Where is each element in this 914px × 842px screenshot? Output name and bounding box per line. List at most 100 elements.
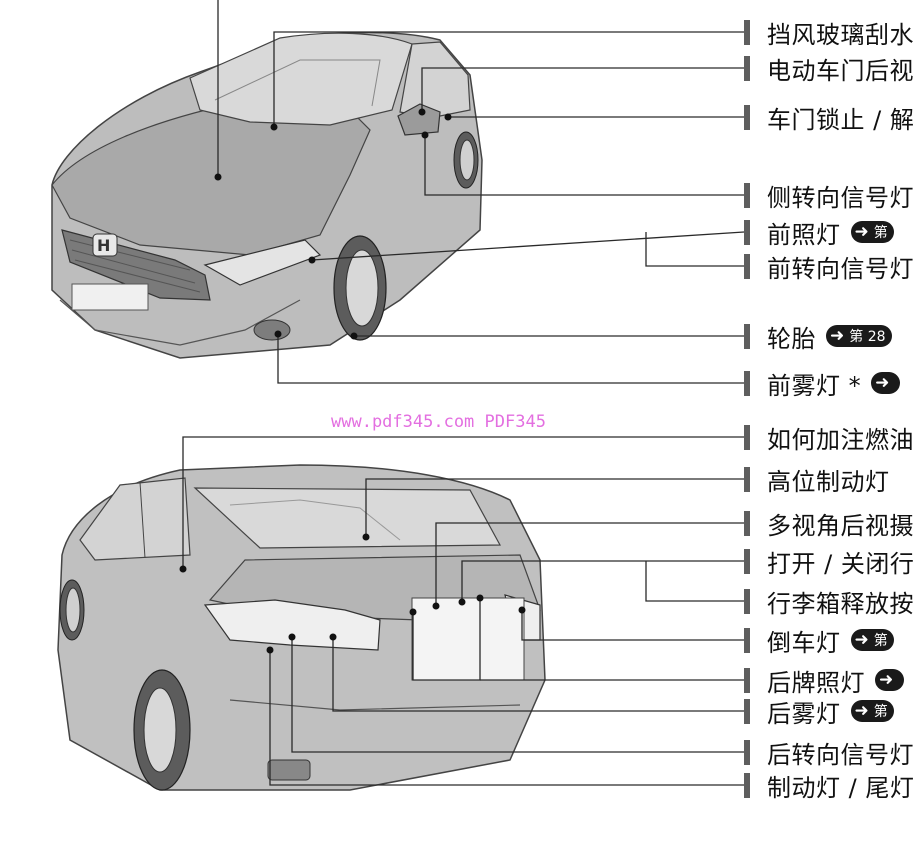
page-ref-badge[interactable]: ➜第 bbox=[850, 700, 894, 722]
leader-line bbox=[182, 436, 744, 569]
page-ref-text: 第 bbox=[873, 633, 888, 649]
watermark-text: www.pdf345.com PDF345 bbox=[331, 412, 546, 432]
callout-trunk-open-close[interactable]: 打开 / 关闭行 bbox=[744, 546, 914, 578]
leader-line bbox=[435, 522, 744, 606]
page-ref-badge[interactable]: ➜第 bbox=[850, 629, 894, 651]
callout-dot bbox=[274, 330, 282, 338]
callout-refuel[interactable]: 如何加注燃油 bbox=[744, 422, 914, 454]
callout-wiper[interactable]: 挡风玻璃刮水 bbox=[744, 17, 914, 49]
callout-dot bbox=[308, 256, 316, 264]
callout-label: 倒车灯 bbox=[767, 628, 841, 657]
callout-dot bbox=[270, 123, 278, 131]
callout-reverse-light[interactable]: 倒车灯 ➜第 bbox=[744, 625, 894, 657]
rear-car-illustration bbox=[50, 455, 546, 800]
leader-line bbox=[645, 232, 744, 267]
callout-label: 后雾灯 bbox=[767, 699, 841, 728]
callout-dot bbox=[418, 108, 426, 116]
callout-label: 制动灯 / 尾灯 bbox=[767, 773, 914, 802]
right-arrow-icon: ➜ bbox=[854, 629, 869, 650]
callout-bar bbox=[744, 323, 750, 349]
leader-line bbox=[421, 67, 744, 112]
callout-label: 电动车门后视 bbox=[767, 56, 914, 85]
callout-rear-turn-signal[interactable]: 后转向信号灯 bbox=[744, 737, 914, 769]
callout-label: 高位制动灯 bbox=[767, 467, 890, 496]
callout-brake-tail-light[interactable]: 制动灯 / 尾灯 bbox=[744, 770, 914, 802]
callout-tire[interactable]: 轮胎 ➜第 28 bbox=[744, 321, 892, 353]
leader-line bbox=[269, 650, 744, 786]
callout-bar bbox=[744, 104, 750, 130]
page-ref-text: 第 28 bbox=[849, 329, 886, 345]
callout-trunk-release[interactable]: 行李箱释放按 bbox=[744, 586, 914, 618]
callout-bar bbox=[744, 627, 750, 653]
page-ref-badge[interactable]: ➜ bbox=[875, 669, 905, 691]
callout-bar bbox=[744, 510, 750, 536]
callout-label: 前雾灯 * bbox=[767, 371, 862, 400]
callout-dot bbox=[421, 131, 429, 139]
callout-dot bbox=[350, 332, 358, 340]
callout-dot bbox=[409, 608, 417, 616]
callout-front-turn-signal[interactable]: 前转向信号灯 bbox=[744, 251, 914, 283]
callout-label: 如何加注燃油 bbox=[767, 425, 914, 454]
callout-dot bbox=[476, 594, 484, 602]
callout-label: 车门锁止 / 解 bbox=[767, 105, 914, 134]
leader-line bbox=[424, 135, 744, 196]
callout-high-brake-light[interactable]: 高位制动灯 bbox=[744, 464, 890, 496]
page-ref-badge[interactable]: ➜第 bbox=[850, 221, 894, 243]
callout-label: 侧转向信号灯 bbox=[767, 183, 914, 212]
callout-dot bbox=[214, 173, 222, 181]
callout-label: 挡风玻璃刮水 bbox=[767, 20, 914, 49]
callout-dot bbox=[329, 633, 337, 641]
page-ref-badge[interactable]: ➜第 28 bbox=[826, 325, 892, 347]
callout-bar bbox=[744, 424, 750, 450]
callout-label: 前照灯 bbox=[767, 220, 841, 249]
callout-label: 后牌照灯 bbox=[767, 668, 865, 697]
callout-label: 前转向信号灯 bbox=[767, 254, 914, 283]
page-ref-text: 第 bbox=[873, 704, 888, 720]
callout-label: 行李箱释放按 bbox=[767, 589, 914, 618]
callout-bar bbox=[744, 739, 750, 765]
leader-line bbox=[277, 334, 744, 384]
callout-bar bbox=[744, 588, 750, 614]
callout-bar bbox=[744, 19, 750, 45]
page-ref-badge[interactable]: ➜ bbox=[871, 372, 901, 394]
right-arrow-icon: ➜ bbox=[830, 325, 845, 346]
front-car-illustration: H bbox=[50, 0, 490, 372]
callout-dot bbox=[458, 598, 466, 606]
callout-bar bbox=[744, 253, 750, 279]
right-arrow-icon: ➜ bbox=[854, 700, 869, 721]
callout-bar bbox=[744, 466, 750, 492]
callout-power-mirror[interactable]: 电动车门后视 bbox=[744, 53, 914, 85]
right-arrow-icon: ➜ bbox=[875, 372, 890, 393]
callout-bar bbox=[744, 55, 750, 81]
callout-dot bbox=[288, 633, 296, 641]
callout-leader-lines bbox=[182, 0, 745, 786]
leader-line bbox=[461, 560, 744, 602]
leader-line bbox=[332, 637, 744, 712]
callout-label: 多视角后视摄 bbox=[767, 511, 914, 540]
callout-headlight[interactable]: 前照灯 ➜第 bbox=[744, 217, 894, 249]
page-ref-text: 第 bbox=[873, 225, 888, 241]
callout-bar bbox=[744, 772, 750, 798]
callout-label: 打开 / 关闭行 bbox=[767, 549, 914, 578]
leader-line bbox=[645, 561, 744, 602]
callout-plate-light[interactable]: 后牌照灯 ➜ bbox=[744, 665, 905, 697]
callout-bar bbox=[744, 667, 750, 693]
callout-dot bbox=[179, 565, 187, 573]
leader-line bbox=[311, 231, 745, 261]
callout-rear-camera[interactable]: 多视角后视摄 bbox=[744, 508, 914, 540]
callout-dot bbox=[362, 533, 370, 541]
svg-text:H: H bbox=[97, 236, 110, 255]
callout-dot bbox=[266, 646, 274, 654]
callout-rear-fog[interactable]: 后雾灯 ➜第 bbox=[744, 696, 894, 728]
callout-bar bbox=[744, 370, 750, 396]
callout-front-fog[interactable]: 前雾灯 * ➜ bbox=[744, 368, 901, 400]
callout-label: 后转向信号灯 bbox=[767, 740, 914, 769]
leader-line bbox=[291, 637, 744, 753]
leader-line bbox=[273, 31, 744, 127]
callout-dots bbox=[179, 108, 526, 654]
callout-side-turn-signal[interactable]: 侧转向信号灯 bbox=[744, 180, 914, 212]
callout-label: 轮胎 bbox=[767, 324, 816, 353]
callout-door-lock[interactable]: 车门锁止 / 解 bbox=[744, 102, 914, 134]
callout-bar bbox=[744, 698, 750, 724]
